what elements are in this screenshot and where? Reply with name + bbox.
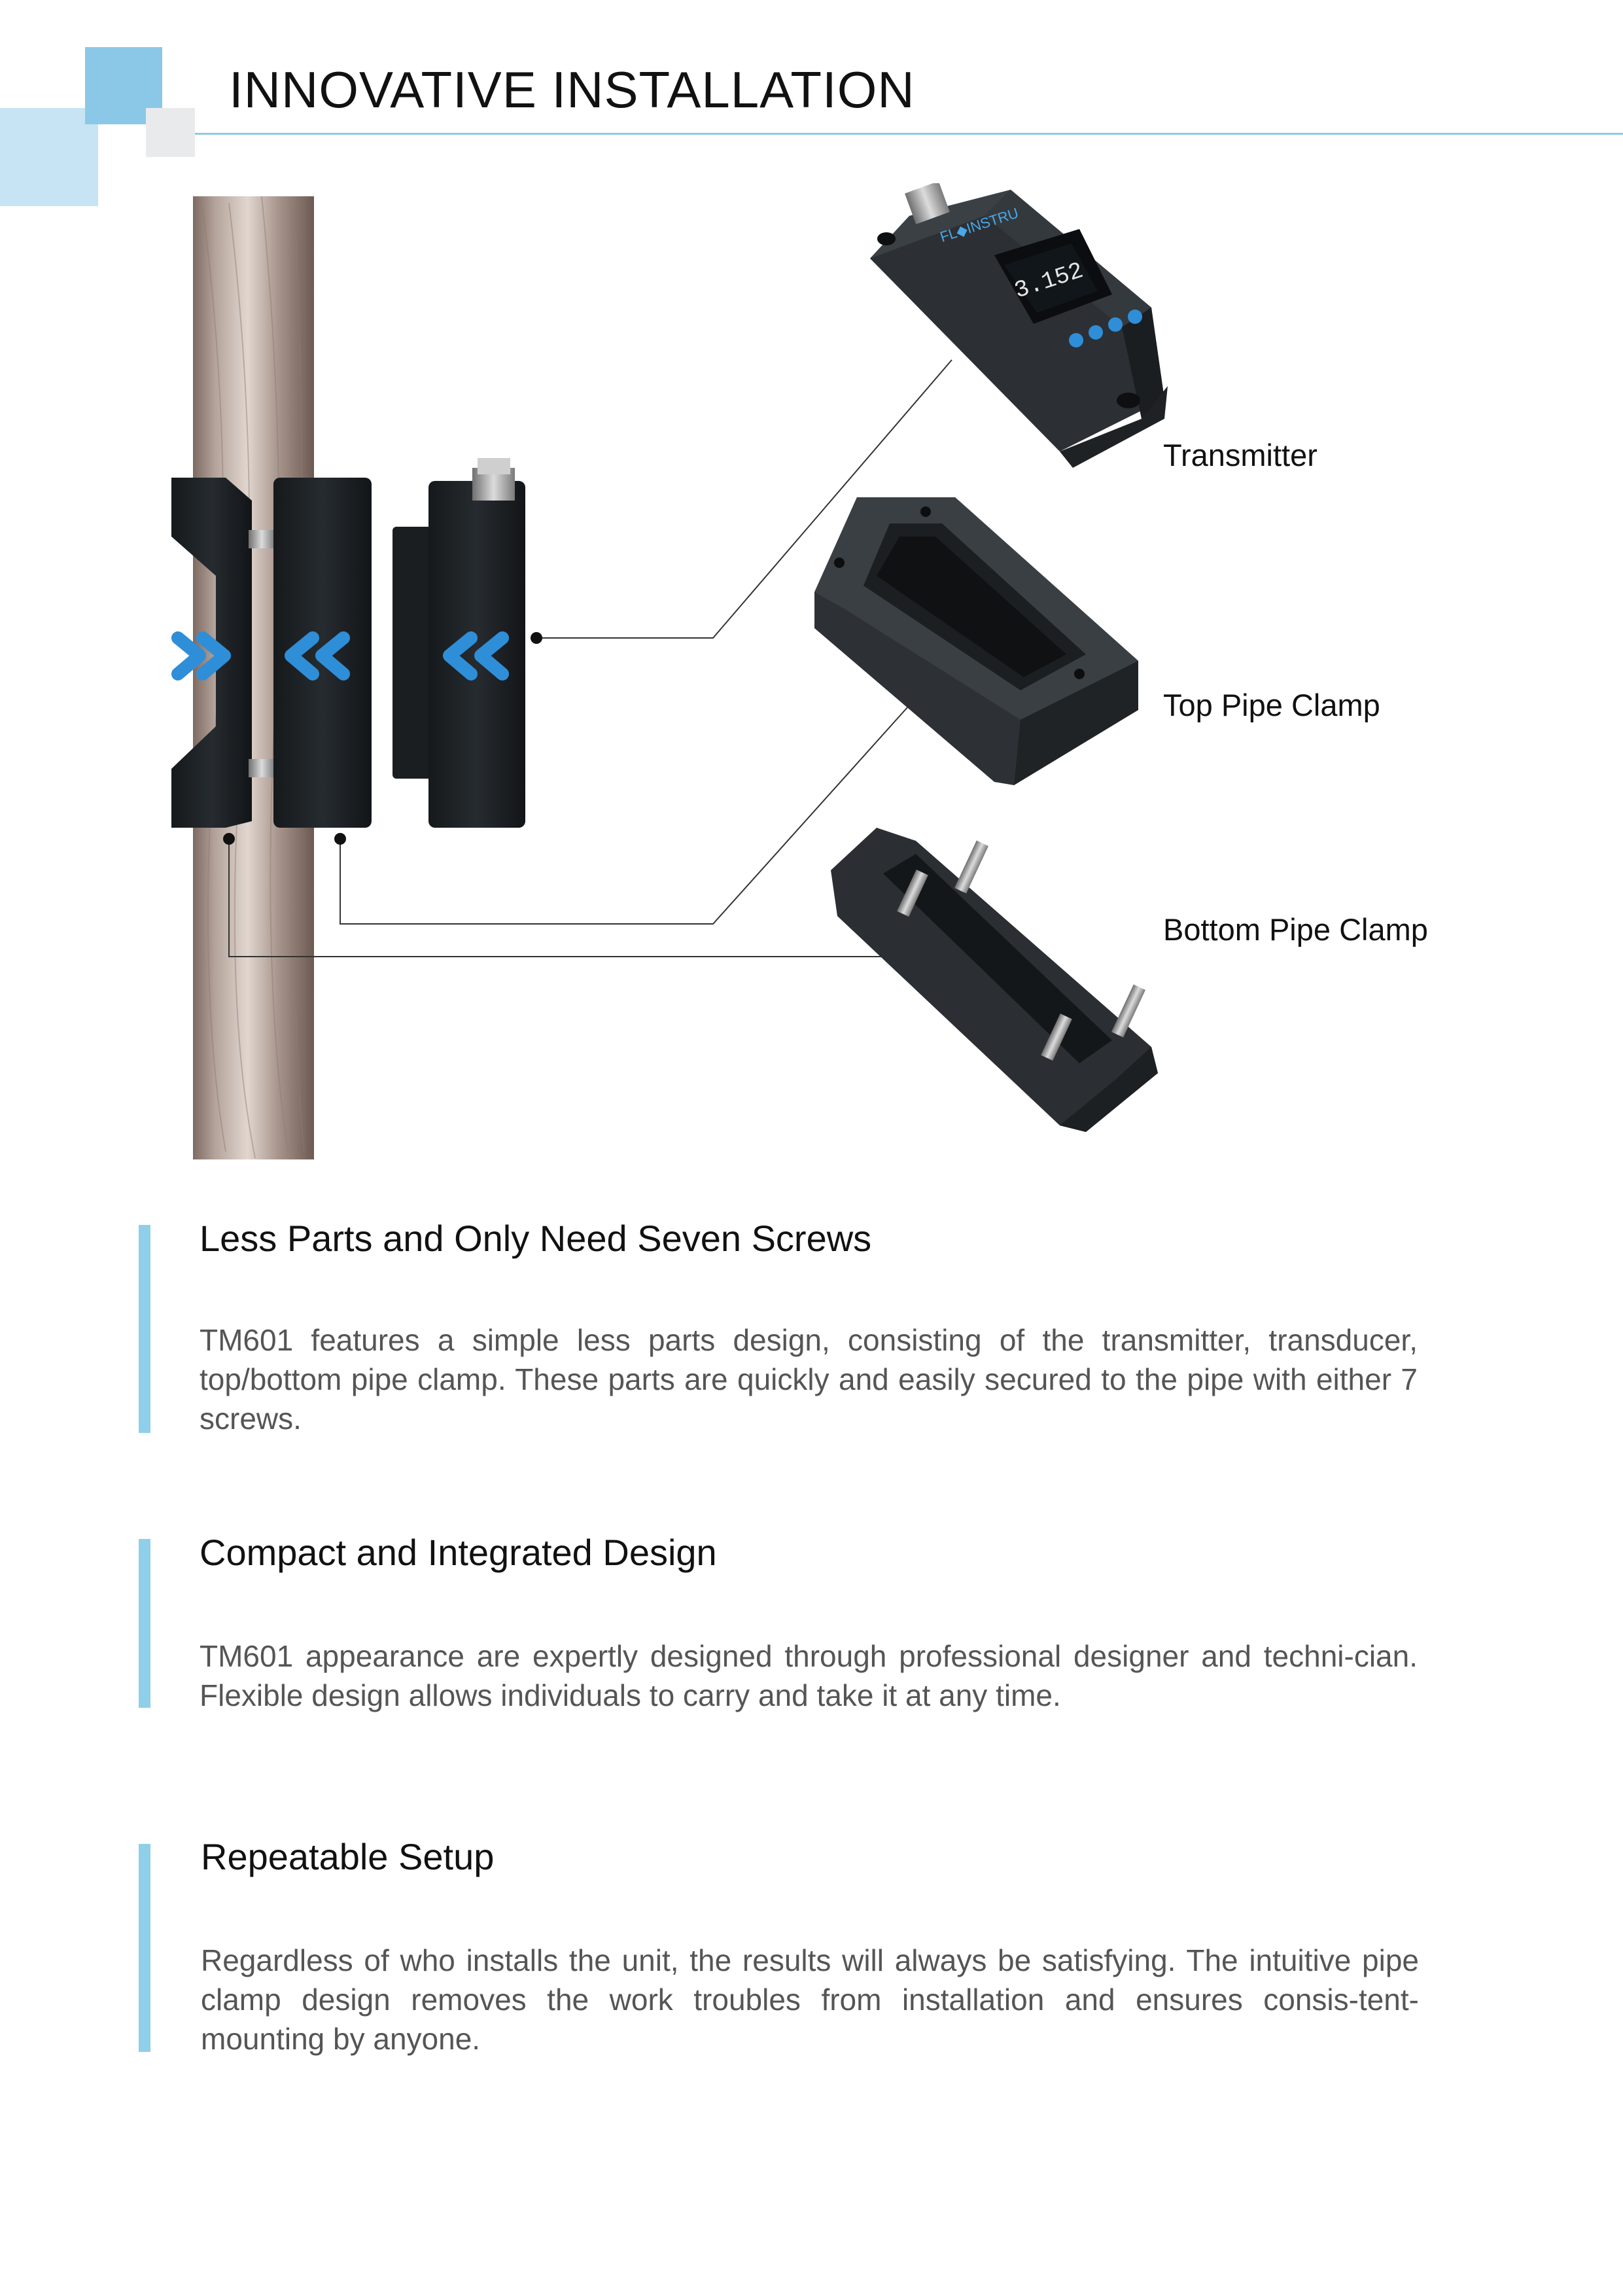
transmitter-device [870, 183, 1168, 468]
section-accent-bar [139, 1225, 150, 1433]
installation-illustration: FL◆INSTRU 3.152 [171, 183, 1168, 1159]
bottom-pipe-clamp-device [831, 828, 1158, 1132]
leader-lines [228, 359, 952, 957]
label-top-pipe-clamp: Top Pipe Clamp [1163, 688, 1380, 722]
section-accent-bar [139, 1844, 150, 2052]
section-body: Regardless of who installs the unit, the… [201, 1943, 1419, 2056]
top-pipe-clamp-device [814, 497, 1138, 785]
header-decor-square-light [0, 108, 98, 206]
label-bottom-pipe-clamp: Bottom Pipe Clamp [1163, 912, 1428, 947]
page-title: INNOVATIVE INSTALLATION [229, 61, 915, 118]
direction-arrows [171, 631, 509, 680]
label-transmitter: Transmitter [1163, 438, 1318, 472]
section-body: TM601 appearance are expertly designed t… [200, 1639, 1418, 1712]
section-heading: Compact and Integrated Design [200, 1532, 717, 1573]
section-heading: Repeatable Setup [201, 1836, 495, 1877]
section-accent-bar [139, 1539, 150, 1708]
header-decor-square-grey [146, 108, 195, 157]
bottom-clamp-mounted [171, 478, 275, 828]
section-heading: Less Parts and Only Need Seven Screws [200, 1218, 872, 1259]
section-body: TM601 features a simple less parts desig… [200, 1323, 1418, 1436]
title-divider [195, 133, 1623, 135]
